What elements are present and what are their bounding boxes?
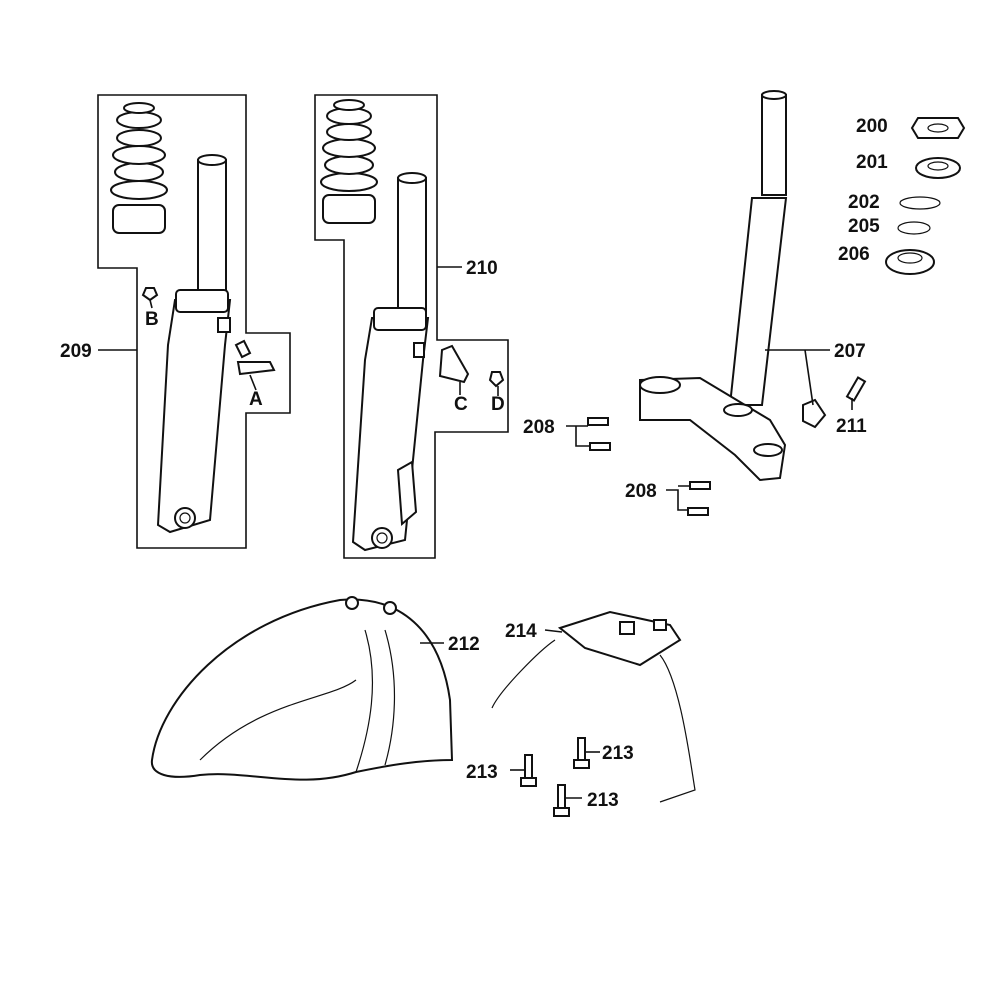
label-201: 201: [856, 152, 888, 173]
bolt-208-3: [689, 481, 711, 490]
front-fender: [150, 596, 454, 781]
label-207: 207: [834, 341, 866, 362]
nut-201: [915, 157, 961, 179]
screw-213-3: [557, 784, 566, 811]
nut-200: [910, 117, 966, 139]
bolt-208-4: [687, 507, 709, 516]
leader-A: [249, 374, 257, 391]
clamp-211-area: [802, 398, 827, 429]
screw-213-1: [524, 754, 533, 781]
bearing-stack: [885, 117, 966, 275]
label-213-right: 213: [602, 743, 634, 764]
fork-tube-right: [351, 172, 430, 552]
cup-206: [885, 249, 935, 275]
label-200: 200: [856, 116, 888, 137]
label-208-upper: 208: [523, 417, 555, 438]
label-202: 202: [848, 192, 880, 213]
screws-213: [510, 737, 600, 817]
label-C: C: [454, 394, 468, 415]
fender-bracket: [491, 610, 696, 803]
label-210: 210: [466, 258, 498, 279]
nut-D: [488, 371, 505, 388]
leader-B: [149, 299, 153, 309]
bolt-211: [845, 376, 867, 402]
leader-214: [544, 629, 563, 633]
label-213-left: 213: [466, 762, 498, 783]
steering-stem: [639, 90, 830, 482]
nut-B: [141, 287, 159, 302]
dust-boot-left: [110, 102, 168, 234]
bracket-A: [234, 339, 276, 376]
label-205: 205: [848, 216, 880, 237]
label-211: 211: [836, 416, 867, 437]
fork-right-frame: [314, 94, 509, 559]
label-208-lower: 208: [625, 481, 657, 502]
label-212: 212: [448, 634, 480, 655]
bolts: [566, 376, 867, 516]
label-206: 206: [838, 244, 870, 265]
label-214: 214: [505, 621, 537, 642]
label-213-bottom: 213: [587, 790, 619, 811]
label-B: B: [145, 309, 159, 330]
bolt-208-2: [589, 442, 611, 451]
fork-right-group: [314, 94, 509, 559]
balls-205: [897, 221, 931, 235]
bracket-C: [438, 344, 470, 384]
dust-boot-right: [320, 99, 378, 224]
label-209: 209: [60, 341, 92, 362]
label-D: D: [491, 394, 505, 415]
label-A: A: [249, 389, 263, 410]
fork-tube-left: [156, 154, 232, 534]
bolt-208-1: [587, 417, 609, 426]
fork-left-frame: [97, 94, 291, 549]
fork-left-group: [97, 94, 291, 549]
balls-202: [899, 196, 941, 210]
